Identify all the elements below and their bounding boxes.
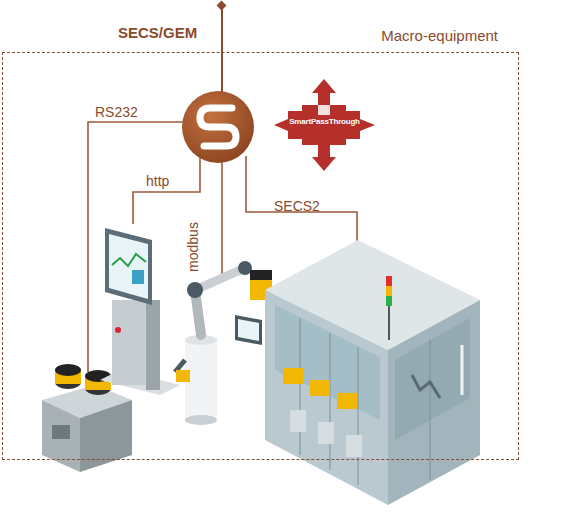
protocol-label: SECS2 bbox=[274, 197, 320, 215]
robot-arm bbox=[175, 261, 272, 425]
protocol-title: SECS/GEM bbox=[118, 24, 197, 42]
process-tool bbox=[265, 240, 480, 505]
group-boundary: Macro-equipmentSmartPassThrough bbox=[2, 52, 519, 460]
badge-text: SmartPassThrough bbox=[274, 117, 375, 126]
uplink-line bbox=[217, 1, 227, 95]
group-title: Macro-equipment bbox=[381, 27, 498, 44]
protocol-label: RS232 bbox=[95, 103, 138, 121]
protocol-label: http bbox=[146, 172, 169, 190]
hub-logo bbox=[182, 91, 254, 163]
brand-badge: SmartPassThrough bbox=[274, 79, 375, 171]
protocol-label: modbus bbox=[184, 217, 202, 277]
kiosk-terminal bbox=[100, 228, 180, 395]
